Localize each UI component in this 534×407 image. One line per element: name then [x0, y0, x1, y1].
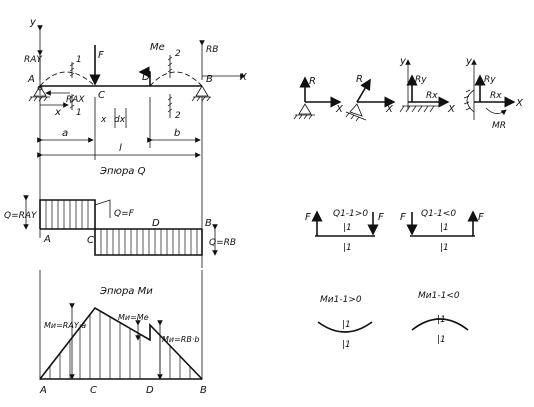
moment-point-d: D [146, 385, 154, 396]
shear-neg-f-right: F [478, 212, 484, 223]
moment-diagram: Эпюра Mи Mи=RAY·a Mи=Me Mи=RB·b A C D B [39, 270, 207, 396]
support4-x-label: X [515, 98, 524, 109]
moment-neg-sec-bot: |1 [437, 335, 446, 345]
moment-point-c: C [90, 385, 97, 396]
y-axis-label: y [29, 17, 37, 28]
beam-scheme: y X RAY RB RAX F Me A C D B [24, 17, 248, 160]
moment-neg-label: Mи1-1<0 [418, 291, 460, 301]
shear-point-c: C [87, 235, 94, 246]
moment-e-label: Mи=Me [118, 313, 149, 322]
beam-deflection-right [149, 71, 203, 87]
moment-neg-sec-top: |1 [437, 315, 446, 325]
support-type-4: y Ry Rx X MR [463, 56, 524, 131]
support2-r-label: R [356, 74, 363, 85]
support3-ry-label: Ry [415, 75, 427, 85]
beam-point-b: B [206, 74, 213, 85]
shear-neg-f-left: F [400, 212, 406, 223]
shear-point-d: D [152, 218, 160, 229]
support3-y-label: y [399, 56, 407, 67]
moment-pos-sec-top: |1 [342, 320, 351, 330]
shear-point-a: A [43, 234, 51, 245]
support-a-icon [28, 85, 50, 102]
moment-polyline [39, 306, 203, 380]
x-axis-label: X [239, 72, 248, 83]
support2-x-label: X [385, 104, 394, 115]
moment-pos-sec-bot: |1 [342, 340, 351, 350]
section-2-top-label: 2 [175, 49, 181, 59]
moment-me-label: Me [150, 42, 165, 53]
support4-rx-label: Rx [490, 91, 502, 101]
shear-negative-hatch [100, 229, 198, 255]
shear-neg-sec-bot: |1 [440, 243, 449, 253]
reaction-b-label: RB [206, 45, 218, 55]
shear-sign-negative: Q1-1<0 F F |1 |1 [400, 209, 484, 253]
support3-x-label: X [447, 104, 456, 115]
dim-dx-label: dx [114, 115, 126, 125]
support4-y-label: y [465, 56, 473, 67]
reaction-ax-label: RAX [66, 95, 85, 105]
moment-point-b: B [200, 385, 207, 396]
shear-left-label: Q=RAY [4, 211, 38, 221]
section-1-top-label: 1 [76, 55, 82, 65]
support1-r-label: R [309, 76, 316, 87]
moment-pos-label: Mи1-1>0 [320, 295, 362, 305]
shear-f-label: Q=F [114, 209, 135, 219]
section-2-2: 2 2 [167, 49, 181, 121]
shear-right-label: Q=RB [209, 238, 236, 248]
support-type-1: R X [293, 76, 344, 120]
dim-b-label: b [174, 128, 180, 139]
section-1-bottom-label: 1 [76, 108, 82, 118]
shear-pos-sec-top: |1 [343, 223, 352, 233]
support-b-icon [191, 85, 211, 102]
moment-c-label: Mи=RAY·a [44, 321, 86, 330]
support1-x-label: X [335, 104, 344, 115]
force-f-label: F [98, 50, 104, 61]
shear-pos-sec-bot: |1 [343, 243, 352, 253]
moment-sign-positive: Mи1-1>0 |1 |1 [317, 295, 373, 350]
support-type-2: R X [345, 74, 396, 122]
shear-jump-marker [94, 199, 111, 218]
shear-pos-f-left: F [305, 212, 311, 223]
shear-point-b: B [205, 218, 212, 229]
support3-rx-label: Rx [426, 91, 438, 101]
dim-x2-label: x [100, 115, 107, 125]
support-type-3: y Ry Rx X [399, 56, 456, 115]
beam-point-d: D [142, 72, 150, 83]
support4-ry-label: Ry [484, 75, 496, 85]
shear-neg-label: Q1-1<0 [421, 209, 456, 219]
shear-neg-sec-top: |1 [440, 223, 449, 233]
shear-pos-label: Q1-1>0 [333, 209, 368, 219]
beam-deflection-left [39, 71, 96, 87]
moment-diagram-title: Эпюра Mи [99, 286, 153, 297]
shear-sign-positive: Q1-1>0 F F |1 |1 [305, 209, 384, 253]
shear-diagram: Эпюра Q Q=RAY Q=F Q=RB [4, 160, 236, 268]
beam-point-a: A [27, 74, 35, 85]
dim-l-label: l [119, 143, 122, 154]
beam-point-c: C [98, 90, 105, 101]
moment-point-a: A [39, 385, 47, 396]
shear-diagram-title: Эпюра Q [99, 166, 146, 177]
support-types: R X R X y Ry Rx X [293, 56, 524, 131]
shear-pos-f-right: F [378, 212, 384, 223]
dim-x-label: x [54, 107, 61, 118]
section-2-bottom-label: 2 [175, 111, 181, 121]
shear-positive-block [39, 199, 96, 229]
moment-d-label: Mи=RB·b [162, 335, 199, 344]
moment-sign-negative: Mи1-1<0 |1 |1 [411, 291, 469, 345]
shear-positive-hatch [45, 200, 89, 229]
dim-a-label: a [62, 128, 68, 139]
section-1-1: 1 1 [69, 55, 82, 118]
reaction-ay-label: RAY [24, 55, 43, 65]
shear-negative-block [94, 229, 203, 256]
support4-mr-label: MR [492, 121, 506, 131]
